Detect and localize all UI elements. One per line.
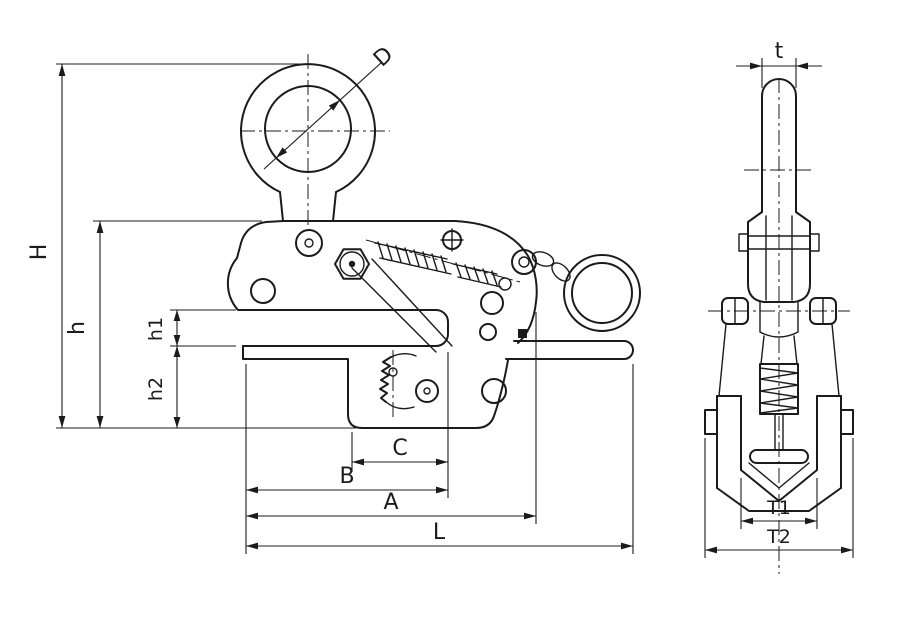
cam-top-arc	[390, 353, 417, 358]
dim-label-H: H	[27, 244, 52, 261]
pivot-bolt-center	[304, 238, 314, 248]
tension-spring-1	[374, 241, 452, 275]
eye-outer-ring	[240, 63, 376, 193]
clevis-slot-edges	[765, 215, 793, 301]
clevis	[738, 211, 820, 303]
adjusting-screw	[749, 413, 809, 464]
chain-link-1	[531, 251, 555, 267]
v-seat-inner	[748, 462, 810, 489]
dim-label-B: B	[339, 464, 354, 489]
left-pivot-hole	[250, 278, 276, 304]
dimension-h1: h1	[145, 310, 181, 346]
pivot-bosses	[721, 297, 837, 365]
chain-lug	[511, 249, 537, 275]
dimension-T1: T1	[741, 497, 817, 525]
cam-pivot-center	[423, 387, 431, 395]
front-view: t T1 T2	[704, 39, 854, 574]
tension-spring-2	[452, 262, 502, 288]
shank-outline	[761, 78, 797, 213]
dimension-D: D	[263, 42, 398, 170]
screw-shaft	[774, 413, 784, 451]
locking-ring-inner	[571, 262, 633, 324]
v-seat-outer	[740, 469, 818, 502]
cam-assembly	[379, 353, 439, 410]
cam-pivot	[415, 379, 439, 403]
dimension-t: t	[736, 39, 822, 70]
clevis-outline	[747, 211, 811, 303]
side-view-extension-lines	[56, 63, 634, 554]
body-right-edge	[454, 220, 538, 344]
locking-ring-outer	[563, 254, 641, 332]
dim-label-T2: T2	[766, 526, 791, 548]
dimension-B: B	[246, 464, 448, 494]
dim-label-D: D	[369, 42, 398, 72]
shank	[761, 78, 797, 213]
frame-side-tabs	[704, 409, 854, 435]
lower-body-outline	[242, 345, 509, 429]
lever-arm-lines	[351, 258, 453, 353]
frame-outer-walls	[716, 395, 842, 489]
dimension-H: H	[27, 64, 66, 428]
dim-label-T1: T1	[766, 497, 791, 519]
right-lower-hole	[479, 323, 497, 341]
eye-bore	[264, 85, 352, 173]
frame-body	[704, 323, 854, 512]
cam-stop-bolt	[388, 367, 398, 377]
eye-neck-right	[332, 191, 337, 222]
dim-label-t: t	[775, 39, 784, 64]
cam-teeth	[379, 356, 392, 403]
lifting-eye	[240, 63, 376, 222]
center-column	[759, 301, 799, 365]
dimension-A: A	[246, 490, 536, 520]
tommy-bar	[749, 449, 809, 464]
release-handle	[505, 329, 634, 360]
clevis-pin	[738, 233, 820, 252]
dim-label-h1: h1	[145, 317, 167, 341]
dimension-h: h	[65, 221, 104, 428]
dimension-h2: h2	[145, 346, 181, 428]
frame-bottom-edge	[716, 487, 842, 512]
spring-housing	[759, 363, 799, 415]
fasteners-and-springs	[295, 228, 512, 291]
hex-nut	[334, 248, 370, 280]
chain-and-ring	[511, 249, 641, 332]
front-view-centerlines	[708, 78, 850, 574]
frame-inner-walls	[740, 395, 818, 471]
chain-link-2	[551, 262, 571, 282]
dimension-C: C	[352, 436, 448, 466]
bottom-right-pin	[481, 378, 507, 404]
spring-coils	[759, 367, 799, 414]
dimension-L: L	[246, 520, 633, 550]
spring-end-pin	[498, 277, 512, 291]
eye-neck-left	[279, 191, 284, 222]
cam-bottom-arc	[385, 401, 415, 410]
pressure-spring	[759, 363, 799, 415]
side-view-centerlines	[240, 54, 521, 420]
handle-bar	[505, 340, 634, 360]
dim-label-h2: h2	[145, 377, 167, 401]
frame-connectors	[718, 323, 840, 397]
dimension-T2: T2	[705, 526, 853, 554]
chain-lug-hole	[518, 256, 530, 268]
clamp-body	[226, 220, 538, 429]
side-view: D H h h1 h2	[27, 42, 641, 554]
dim-label-L: L	[433, 520, 446, 545]
body-left-edge	[226, 220, 284, 311]
hex-nut-center	[348, 260, 356, 268]
dim-label-h: h	[65, 321, 90, 335]
dim-label-A: A	[383, 490, 398, 515]
pivot-bolt	[295, 229, 323, 257]
hex-nut-boss	[339, 251, 365, 277]
right-upper-hole	[480, 291, 504, 315]
jaw-slot	[242, 309, 449, 347]
spring-anchor-cross	[440, 228, 464, 252]
dim-label-C: C	[392, 436, 407, 461]
handle-pivot-square	[518, 329, 527, 338]
